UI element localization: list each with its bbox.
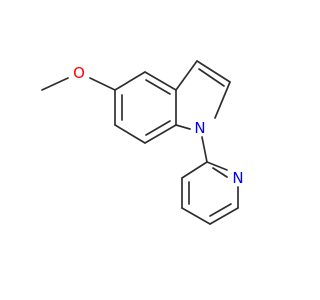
bond-n1-c7a [175,124,191,130]
bond-py-c6-c5 [209,207,239,225]
bond-py-c5-c4 [181,207,211,225]
bond-oxygen-ring [89,77,116,91]
bond-py-c2-n-inner [212,167,228,178]
bond-py-c3-c2 [181,161,208,179]
bond-py-c2-n [206,161,228,171]
molecule-structure: O N N [41,60,244,225]
oxygen-atom-label: O [73,64,85,82]
bond-c7-c6 [114,124,146,144]
bond-c3a-c3 [175,60,198,91]
indole-nitrogen-label: N [194,119,205,137]
bond-c5-c4 [114,71,146,91]
bond-c3-c2-inner [198,68,225,87]
bond-c2-n1 [214,81,231,119]
bond-c4-c3a-inner [145,79,171,95]
bond-py-c6-c5-inner [209,203,232,217]
bond-c4-c3a [144,71,177,91]
bond-c7a-c7-inner [145,120,171,136]
bond-c7a-c7 [144,124,177,144]
bond-n1-pyridine [201,136,208,163]
pyridine-nitrogen-label: N [232,169,243,187]
bond-methyl-oxygen [41,77,69,91]
bond-c3-c2 [196,60,231,83]
